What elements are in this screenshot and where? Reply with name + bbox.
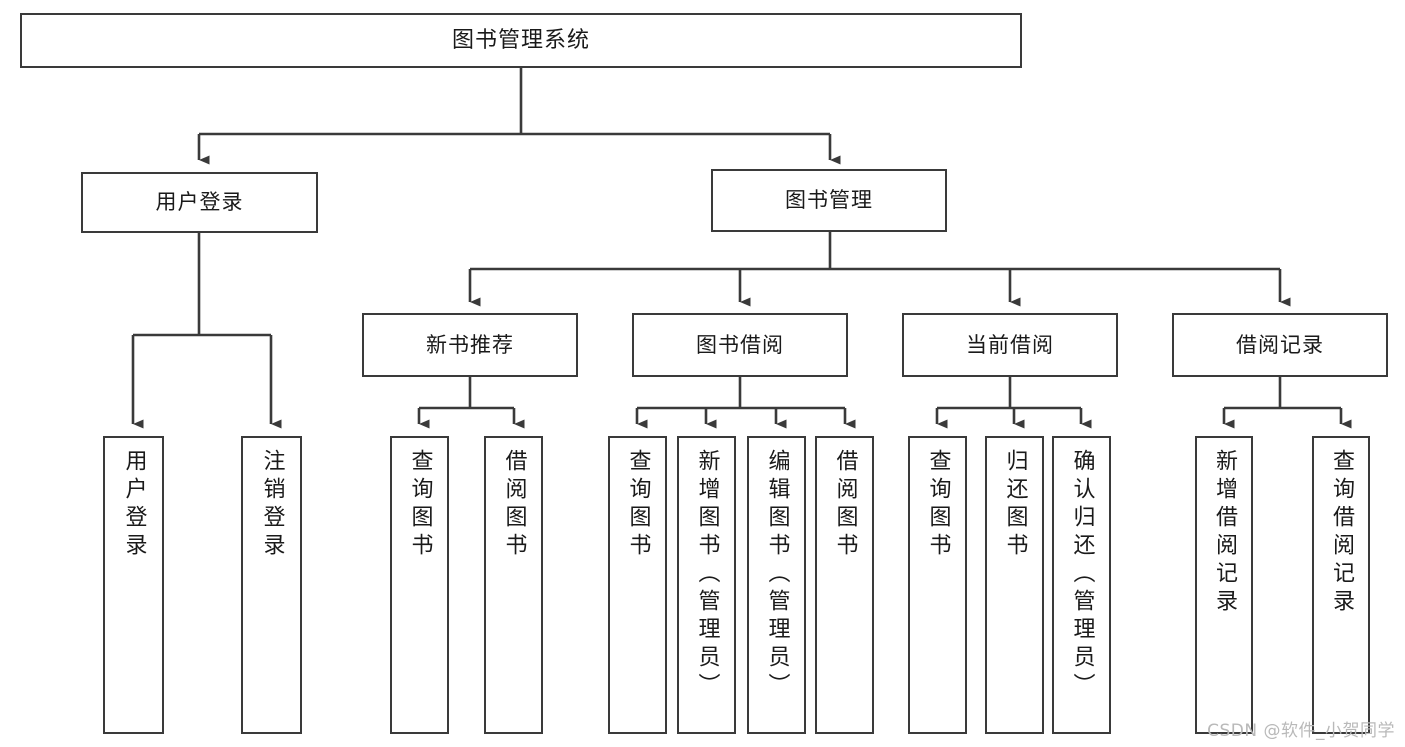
node-new-book-recommend-label: 新书推荐 [426, 332, 514, 357]
node-leaf-add-borrow-record-label: 新增借阅记录 [1212, 449, 1237, 617]
node-leaf-query-book-recommend[interactable]: 查询图书 [390, 436, 449, 734]
node-book-borrow-label: 图书借阅 [696, 332, 784, 357]
node-current-borrow[interactable]: 当前借阅 [902, 313, 1118, 377]
node-leaf-add-borrow-record[interactable]: 新增借阅记录 [1195, 436, 1253, 734]
node-leaf-add-book-admin[interactable]: 新增图书（管理员） [677, 436, 736, 734]
node-root-system-label: 图书管理系统 [451, 27, 590, 53]
node-borrow-record[interactable]: 借阅记录 [1172, 313, 1388, 377]
node-leaf-borrow-book[interactable]: 借阅图书 [815, 436, 874, 734]
node-leaf-query-borrow-record-label: 查询借阅记录 [1329, 449, 1354, 617]
node-book-borrow[interactable]: 图书借阅 [632, 313, 848, 377]
node-borrow-record-label: 借阅记录 [1236, 332, 1324, 357]
node-new-book-recommend[interactable]: 新书推荐 [362, 313, 578, 377]
node-leaf-edit-book-admin-label: 编辑图书（管理员） [764, 449, 790, 701]
node-leaf-edit-book-admin[interactable]: 编辑图书（管理员） [747, 436, 806, 734]
node-leaf-query-book-recommend-label: 查询图书 [407, 449, 433, 561]
node-book-manage[interactable]: 图书管理 [711, 169, 947, 232]
node-leaf-logout-label: 注销登录 [259, 449, 285, 561]
node-leaf-user-login-label: 用户登录 [121, 449, 147, 561]
node-leaf-borrow-book-recommend-label: 借阅图书 [501, 449, 527, 561]
node-user-login[interactable]: 用户登录 [81, 172, 318, 233]
node-leaf-query-book-borrow[interactable]: 查询图书 [608, 436, 667, 734]
node-current-borrow-label: 当前借阅 [966, 332, 1054, 357]
node-leaf-query-book-current-label: 查询图书 [925, 449, 951, 561]
node-leaf-return-book[interactable]: 归还图书 [985, 436, 1044, 734]
node-leaf-borrow-book-label: 借阅图书 [832, 449, 858, 561]
node-leaf-add-book-admin-label: 新增图书（管理员） [694, 449, 720, 701]
node-root-system[interactable]: 图书管理系统 [20, 13, 1022, 68]
node-leaf-user-login[interactable]: 用户登录 [103, 436, 164, 734]
node-user-login-label: 用户登录 [155, 190, 244, 215]
node-leaf-return-book-label: 归还图书 [1002, 449, 1028, 561]
node-leaf-borrow-book-recommend[interactable]: 借阅图书 [484, 436, 543, 734]
node-leaf-confirm-return-admin-label: 确认归还（管理员） [1069, 449, 1095, 701]
node-leaf-query-borrow-record[interactable]: 查询借阅记录 [1312, 436, 1370, 734]
node-leaf-query-book-current[interactable]: 查询图书 [908, 436, 967, 734]
node-leaf-logout[interactable]: 注销登录 [241, 436, 302, 734]
node-leaf-confirm-return-admin[interactable]: 确认归还（管理员） [1052, 436, 1111, 734]
node-book-manage-label: 图书管理 [785, 188, 873, 213]
node-leaf-query-book-borrow-label: 查询图书 [625, 449, 651, 561]
